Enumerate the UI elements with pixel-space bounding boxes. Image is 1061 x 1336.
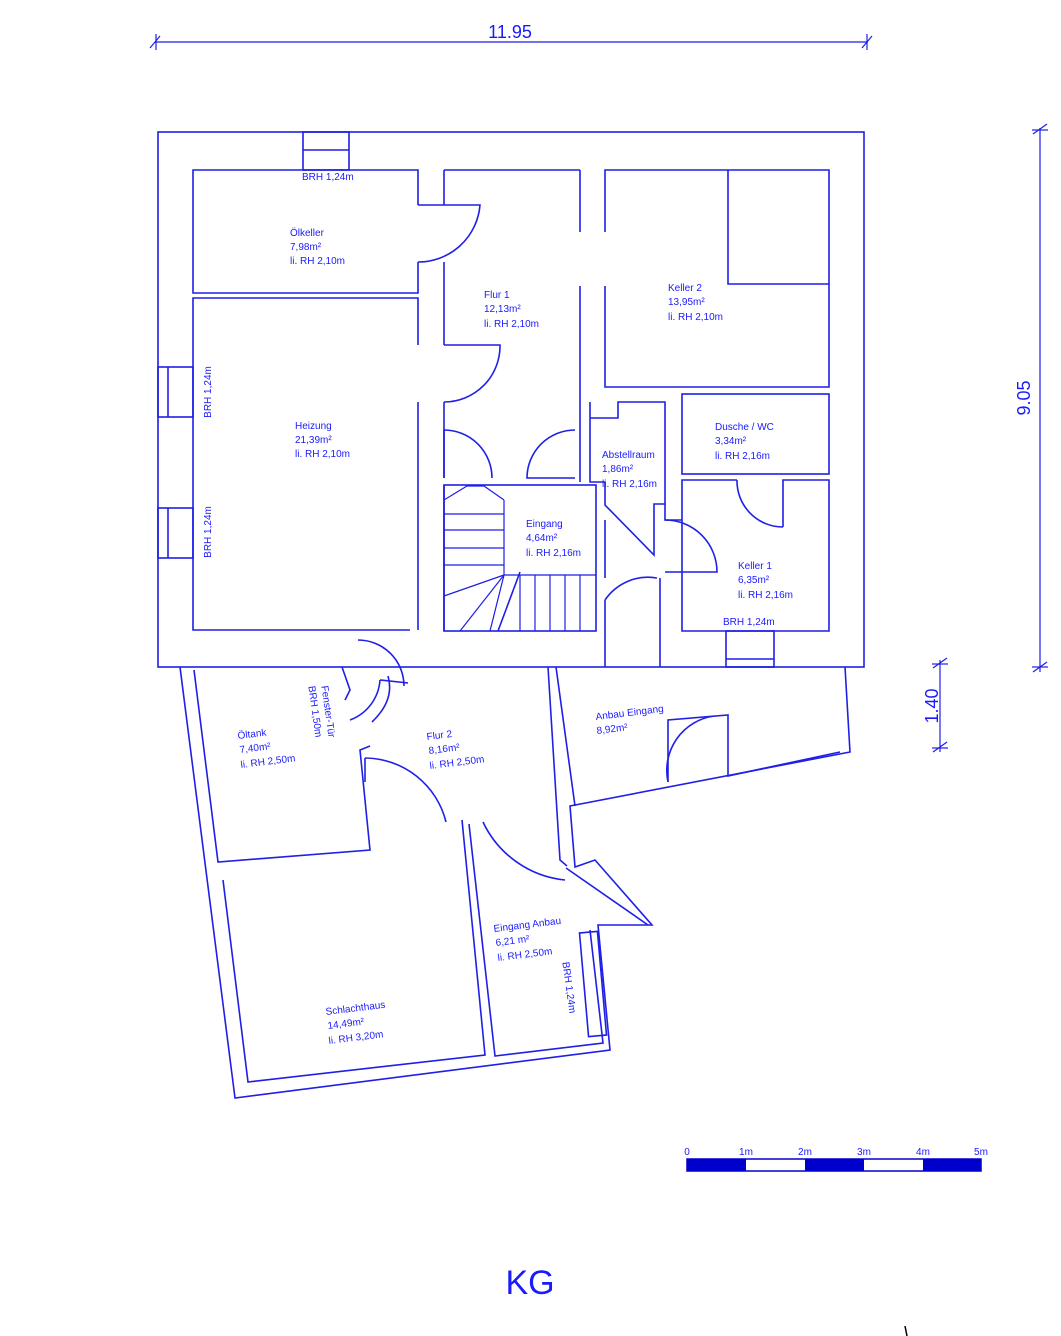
room-eingang-anbau: Eingang Anbau 6,21 m² li. RH 2,50m	[493, 916, 562, 964]
room-keller1-name: Keller 1	[738, 561, 772, 572]
scale-label-2: 2m	[798, 1147, 812, 1158]
room-oeltank-area: 7,40m²	[239, 741, 272, 756]
room-schlachthaus-name: Schlachthaus	[325, 1000, 386, 1018]
annex-walls	[179, 666, 851, 1099]
room-oeltank-height: li. RH 2,50m	[240, 753, 296, 771]
room-flur1: Flur 1 12,13m² li. RH 2,10m	[484, 290, 539, 330]
window-eingang-anbau-label: BRH 1,24m	[559, 961, 577, 1014]
room-oeltank: Öltank 7,40m² li. RH 2,50m	[237, 726, 296, 771]
room-abstellraum-area: 1,86m²	[602, 464, 634, 475]
room-flur1-name: Flur 1	[484, 290, 510, 301]
scale-label-1: 1m	[739, 1147, 753, 1158]
room-dusche-name: Dusche / WC	[715, 422, 774, 433]
scale-segment-2	[805, 1159, 864, 1171]
room-anbau-eingang-area: 8,92m²	[596, 722, 629, 737]
room-abstellraum-height: li. RH 2,16m	[602, 479, 657, 490]
room-keller2: Keller 2 13,95m² li. RH 2,10m	[668, 283, 723, 323]
window-keller1-label: BRH 1,24m	[723, 617, 775, 628]
dimension-height-label: 9.05	[1014, 380, 1034, 415]
dimension-extension-label: 1.40	[922, 688, 942, 723]
room-heizung-area: 21,39m²	[295, 435, 332, 446]
corner-mark	[904, 1325, 908, 1336]
dimension-extension: 1.40	[922, 657, 948, 753]
scale-label-4: 4m	[916, 1147, 930, 1158]
room-dusche-height: li. RH 2,16m	[715, 451, 770, 462]
room-keller2-area: 13,95m²	[668, 297, 705, 308]
room-schlachthaus-height: li. RH 3,20m	[328, 1029, 384, 1047]
room-heizung: Heizung 21,39m² li. RH 2,10m	[295, 421, 350, 460]
room-eingang-area: 4,64m²	[526, 533, 558, 544]
room-keller1-height: li. RH 2,16m	[738, 590, 793, 601]
dimension-width-label: 11.95	[488, 22, 532, 42]
scale-label-5: 5m	[974, 1147, 988, 1158]
room-flur2: Flur 2 8,16m² li. RH 2,50m	[426, 729, 485, 772]
room-eingang-name: Eingang	[526, 519, 563, 530]
scale-bar: 0 1m 2m 3m 4m 5m	[684, 1147, 988, 1172]
room-abstellraum: Abstellraum 1,86m² li. RH 2,16m	[602, 450, 657, 490]
room-heizung-name: Heizung	[295, 421, 332, 432]
dimension-width: 11.95	[149, 22, 873, 50]
room-flur1-area: 12,13m²	[484, 304, 521, 315]
room-keller1: Keller 1 6,35m² li. RH 2,16m	[738, 561, 793, 601]
room-oeltank-name: Öltank	[237, 726, 268, 742]
room-flur2-area: 8,16m²	[428, 742, 461, 757]
room-keller2-name: Keller 2	[668, 283, 702, 294]
room-flur1-height: li. RH 2,10m	[484, 319, 539, 330]
scale-segment-1	[687, 1159, 746, 1171]
room-eingang: Eingang 4,64m² li. RH 2,16m	[526, 519, 581, 559]
room-eingang-anbau-name: Eingang Anbau	[493, 916, 562, 935]
room-anbau-eingang: Anbau Eingang 8,92m²	[595, 704, 664, 737]
window-heizung-upper-label: BRH 1,24m	[203, 366, 214, 418]
room-oelkeller: Ölkeller 7,98m² li. RH 2,10m	[290, 227, 345, 267]
dimension-height: 9.05	[1014, 123, 1048, 673]
room-flur2-height: li. RH 2,50m	[429, 754, 485, 772]
floor-label: KG	[505, 1264, 554, 1302]
window-heizung-lower-label: BRH 1,24m	[203, 506, 214, 558]
room-oelkeller-name: Ölkeller	[290, 227, 325, 239]
scale-label-0: 0	[684, 1147, 690, 1158]
room-keller1-area: 6,35m²	[738, 575, 770, 586]
room-heizung-height: li. RH 2,10m	[295, 449, 350, 460]
room-abstellraum-name: Abstellraum	[602, 450, 655, 461]
window-top-label: BRH 1,24m	[302, 172, 354, 183]
room-schlachthaus-area: 14,49m²	[327, 1017, 365, 1032]
room-eingang-anbau-area: 6,21 m²	[495, 934, 531, 949]
room-anbau-eingang-name: Anbau Eingang	[595, 704, 664, 723]
doors	[349, 204, 784, 721]
room-dusche: Dusche / WC 3,34m² li. RH 2,16m	[715, 422, 774, 462]
room-oelkeller-area: 7,98m²	[290, 242, 322, 253]
room-flur2-name: Flur 2	[426, 729, 453, 743]
room-eingang-anbau-height: li. RH 2,50m	[497, 946, 553, 964]
scale-label-3: 3m	[857, 1147, 871, 1158]
room-schlachthaus: Schlachthaus 14,49m² li. RH 3,20m	[325, 1000, 386, 1047]
main-building-walls	[157, 131, 865, 668]
room-eingang-height: li. RH 2,16m	[526, 548, 581, 559]
scale-segment-3	[923, 1159, 981, 1171]
room-keller2-height: li. RH 2,10m	[668, 312, 723, 323]
room-dusche-area: 3,34m²	[715, 436, 747, 447]
room-oelkeller-height: li. RH 2,10m	[290, 256, 345, 267]
